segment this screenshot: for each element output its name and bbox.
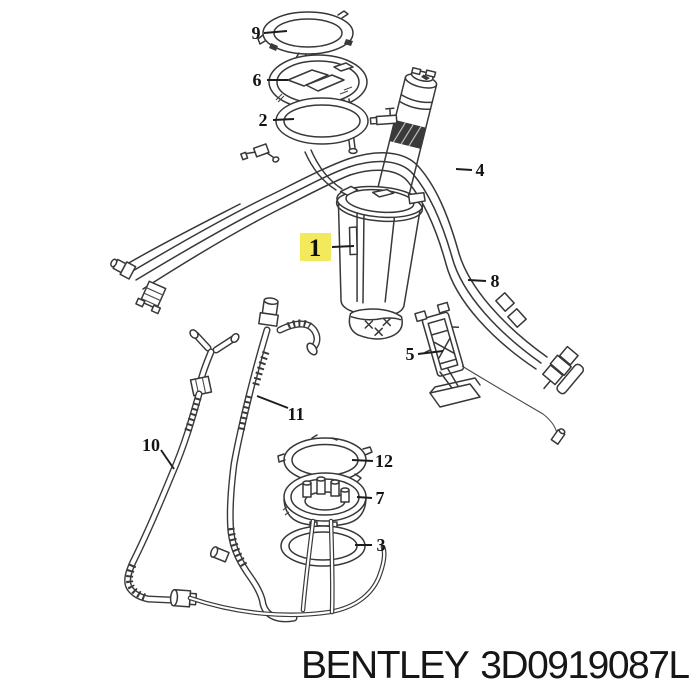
callout-6: 6	[253, 70, 262, 90]
callout-2: 2	[259, 110, 268, 130]
part-3-seal-ring-bottom	[280, 525, 366, 567]
callout-5: 5	[406, 344, 415, 364]
callout-8: 8	[491, 271, 500, 291]
sender-wire	[461, 365, 558, 435]
float	[429, 383, 481, 408]
part-11-breather-hose	[209, 297, 321, 623]
brand-name: BENTLEY	[301, 644, 470, 687]
callout-4-leader	[455, 168, 473, 171]
callouts: 9 6 2 4 1 8 5 11 10 12 7 3	[142, 23, 500, 555]
part-10-breather-hose	[124, 329, 240, 608]
callout-10: 10	[142, 435, 160, 455]
float-arm	[439, 368, 459, 389]
callout-1-leader	[331, 245, 355, 248]
callout-12-leader	[351, 459, 374, 462]
callout-1-highlight	[300, 233, 331, 261]
callout-10-leader	[160, 449, 175, 470]
callout-9: 9	[252, 23, 261, 43]
fuel-line-bundle	[110, 143, 548, 370]
callout-5-leader	[417, 350, 444, 355]
callout-7-leader	[356, 496, 373, 499]
flange-stem-tip	[348, 147, 358, 155]
callout-4: 4	[476, 160, 485, 180]
part-12-locking-ring-bottom	[277, 434, 373, 487]
callout-11-leader	[256, 395, 289, 409]
part-1-fuel-pump-module	[335, 185, 426, 340]
callout-11: 11	[287, 404, 304, 424]
footer-caption: BENTLEY 3D0919087L	[301, 644, 690, 688]
callout-2-leader	[272, 118, 295, 121]
callout-9-leader	[263, 30, 288, 34]
part-2-seal-ring-top	[275, 97, 369, 145]
wire-plug	[550, 428, 566, 445]
float-top-edge	[429, 377, 481, 394]
part-number: 3D0919087L	[480, 644, 690, 687]
callout-8-leader	[467, 279, 487, 282]
callout-1: 1	[309, 235, 322, 262]
callout-12: 12	[375, 451, 393, 471]
part-6-flange-cover-top	[268, 54, 368, 110]
cover-pins	[300, 518, 335, 615]
callout-7: 7	[376, 488, 385, 508]
fuel-line-end-fittings	[542, 345, 585, 395]
callout-3: 3	[377, 535, 386, 555]
part-5-fuel-level-sender	[414, 301, 465, 377]
pump-bottom-cap	[348, 308, 403, 340]
part-9-locking-ring-top	[257, 10, 354, 60]
